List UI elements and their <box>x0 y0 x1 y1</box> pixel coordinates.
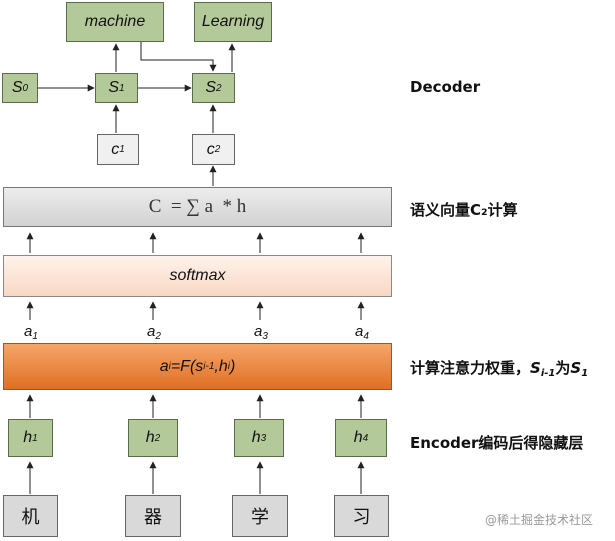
h4-sub: 4 <box>362 432 369 444</box>
score-lhs-sub: i <box>168 361 171 372</box>
a3-sub: 3 <box>262 331 268 342</box>
decoder-label: Decoder <box>410 78 481 96</box>
attention-weight-a1: a1 <box>24 323 38 342</box>
attention-label-s2-sub: 1 <box>581 368 589 379</box>
score-lhs-base: a <box>159 357 169 375</box>
context-formula-bar: C = ∑ a * h <box>3 187 392 227</box>
score-rhs-end: ) <box>229 357 236 375</box>
state-s2-sub: 2 <box>216 82 222 94</box>
context-c2-base: c <box>206 140 215 158</box>
attention-weight-a3: a3 <box>254 323 268 342</box>
output-machine: machine <box>66 2 164 42</box>
context-c2-sub: 2 <box>214 144 221 155</box>
context-computation-label: 语义向量C₂计算 <box>410 201 518 219</box>
a3-base: a <box>254 323 263 340</box>
input-token-1: 机 <box>3 495 58 537</box>
encoder-label: Encoder编码后得隐藏层 <box>410 434 584 452</box>
context-formula: C = ∑ a * h <box>148 196 247 217</box>
a2-base: a <box>147 323 156 340</box>
a4-sub: 4 <box>363 331 369 342</box>
a4-base: a <box>355 323 364 340</box>
attention-label-mid: 为 <box>555 359 571 377</box>
score-rhs-sub2: i <box>227 361 230 372</box>
attention-label-pre: 计算注意力权重， <box>410 359 531 377</box>
h4-base: h <box>353 429 363 446</box>
output-learning: Learning <box>194 2 272 42</box>
attention-label-s: S <box>530 359 541 377</box>
watermark: @稀土掘金技术社区 <box>485 513 594 527</box>
score-rhs-mid: ,h <box>214 357 228 375</box>
attention-weight-label: 计算注意力权重，Si-1为S1 <box>410 357 588 379</box>
state-s1-base: S <box>108 79 120 96</box>
h2-base: h <box>145 429 155 446</box>
attention-label-s2: S <box>570 359 582 377</box>
context-c1-base: c <box>111 140 120 158</box>
attention-weight-a4: a4 <box>355 323 369 342</box>
input-token-4: 习 <box>334 495 389 537</box>
state-s2-base: S <box>205 79 217 96</box>
attention-weight-a2: a2 <box>147 323 161 342</box>
state-s0-sub: 0 <box>22 82 29 94</box>
input-token-2: 器 <box>125 495 181 537</box>
arrow-machine-s2 <box>140 42 217 72</box>
h3-base: h <box>251 429 261 446</box>
h3-sub: 3 <box>260 432 267 444</box>
context-c1-sub: 1 <box>119 144 125 155</box>
h2-sub: 2 <box>154 432 161 444</box>
h1-sub: 1 <box>32 432 38 444</box>
state-s0-base: S <box>11 79 23 96</box>
state-s1-sub: 1 <box>119 82 125 94</box>
a1-base: a <box>24 323 33 340</box>
score-rhs: =F(s <box>170 357 204 375</box>
h1-base: h <box>23 429 33 446</box>
input-token-3: 学 <box>232 495 288 537</box>
score-rhs-sub: i-1 <box>203 361 215 372</box>
attention-label-s-sub: i-1 <box>540 368 556 379</box>
a1-sub: 1 <box>32 331 38 342</box>
a2-sub: 2 <box>155 331 161 342</box>
softmax-bar: softmax <box>3 255 392 297</box>
